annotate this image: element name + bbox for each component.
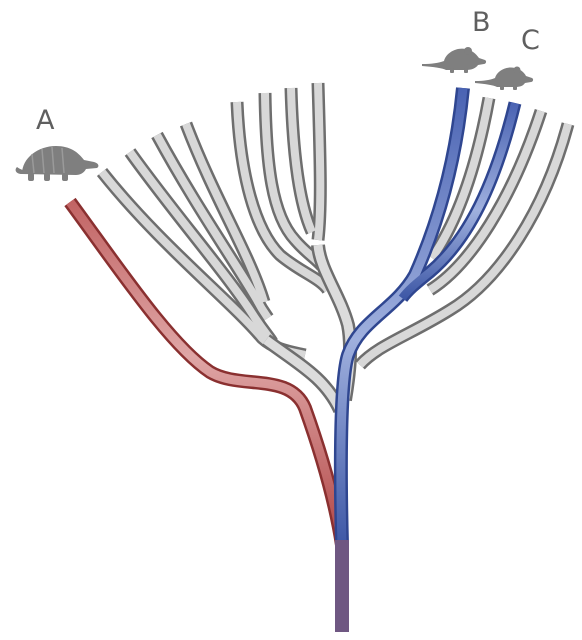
label-a: A xyxy=(36,105,55,136)
label-c: C xyxy=(521,25,540,56)
armadillo-icon xyxy=(16,146,99,181)
mouse-icon-c xyxy=(475,67,533,91)
mouse-icon-b xyxy=(422,47,486,73)
label-b: B xyxy=(472,7,491,38)
background-branches xyxy=(102,83,568,410)
branch-right-clade-grey-3 xyxy=(360,124,568,365)
